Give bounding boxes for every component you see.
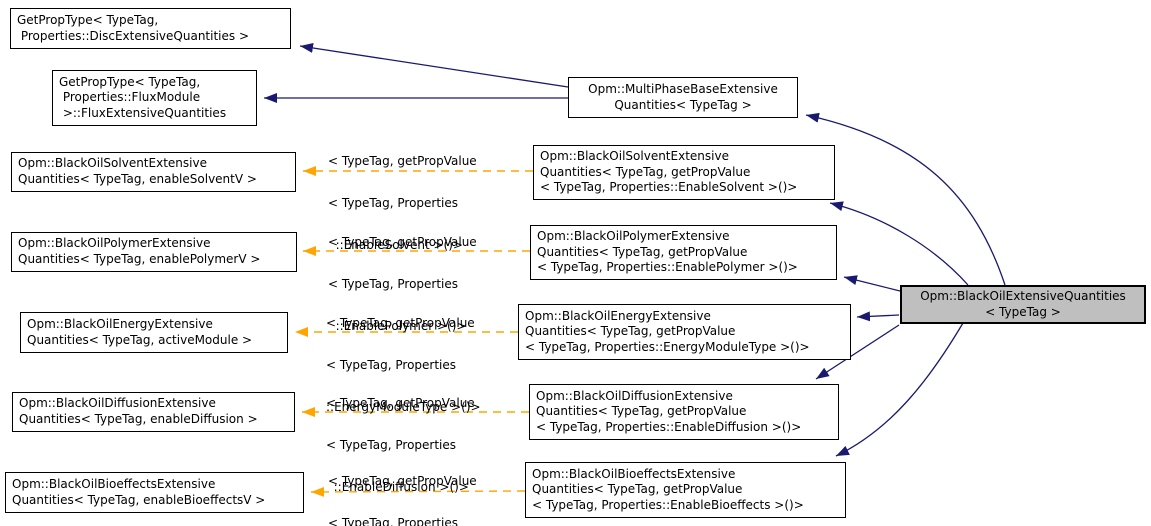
class-name-line: < TypeTag, Properties::EnableSolvent >()… <box>540 180 798 195</box>
class-name-line: Properties::FluxModule <box>59 90 201 105</box>
class-name-line: Opm::BlackOilEnergyExtensive <box>525 308 711 323</box>
class-name-line: GetPropType< TypeTag, <box>17 12 159 27</box>
class-name-line: Opm::BlackOilSolventExtensive <box>18 156 207 171</box>
edge-label-line: < TypeTag, getPropValue <box>326 396 475 411</box>
edge-label-line: < TypeTag, Properties <box>326 438 457 453</box>
edge-label-line: < TypeTag, getPropValue <box>328 154 477 169</box>
inheritance-arrow-main-to-solvent <box>829 201 969 286</box>
class-node-energy-generic[interactable]: Opm::BlackOilEnergyExtensive Quantities<… <box>20 312 288 353</box>
class-name-line: GetPropType< TypeTag, <box>59 74 201 89</box>
edge-label-line: < TypeTag, getPropValue <box>328 474 477 489</box>
edge-label-line: < TypeTag, getPropValue <box>328 235 477 250</box>
edge-label-line: < TypeTag, Properties <box>328 277 459 292</box>
edge-label-line: ::EnableDiffusion >()> <box>326 480 469 495</box>
class-node-getproptype-disc[interactable]: GetPropType< TypeTag, Properties::DiscEx… <box>10 8 291 49</box>
class-node-energy-instance[interactable]: Opm::BlackOilEnergyExtensive Quantities<… <box>518 304 851 360</box>
class-node-solvent-generic[interactable]: Opm::BlackOilSolventExtensive Quantities… <box>11 152 296 192</box>
class-node-bioeffects-generic[interactable]: Opm::BlackOilBioeffectsExtensive Quantit… <box>5 472 304 513</box>
class-name-line: Quantities< TypeTag, enablePolymerV > <box>18 252 261 266</box>
template-edge-label-bioeffects: < TypeTag, getPropValue < TypeTag, Prope… <box>328 446 477 526</box>
class-name-line: Opm::BlackOilDiffusionExtensive <box>19 396 216 411</box>
template-arrow-bioeffects <box>310 486 526 497</box>
class-node-diffusion-instance[interactable]: Opm::BlackOilDiffusionExtensive Quantiti… <box>529 384 839 440</box>
class-node-diffusion-generic[interactable]: Opm::BlackOilDiffusionExtensive Quantiti… <box>12 392 295 432</box>
class-node-blackoilextensivequantities-main: Opm::BlackOilExtensiveQuantities < TypeT… <box>900 285 1146 324</box>
inheritance-arrow-multiphase-to-disc <box>299 43 569 88</box>
class-name-line: Opm::BlackOilEnergyExtensive <box>27 316 213 331</box>
edge-label-line: < TypeTag, Properties <box>326 358 457 373</box>
inheritance-arrow-main-to-bioeffects <box>835 322 964 457</box>
class-name-line: Quantities< TypeTag > <box>614 97 752 112</box>
template-edge-label-polymer: < TypeTag, getPropValue < TypeTag, Prope… <box>328 207 477 361</box>
inheritance-arrow-main-to-polymer <box>843 275 901 292</box>
inheritance-arrow-main-to-energy <box>856 311 900 322</box>
class-node-solvent-instance[interactable]: Opm::BlackOilSolventExtensive Quantities… <box>533 145 835 200</box>
class-node-multiphasebase[interactable]: Opm::MultiPhaseBaseExtensive Quantities<… <box>568 77 798 118</box>
class-node-getproptype-flux[interactable]: GetPropType< TypeTag, Properties::FluxMo… <box>52 70 257 126</box>
template-edge-label-energy: < TypeTag, getPropValue < TypeTag, Prope… <box>326 288 481 442</box>
edge-label-line: ::EnergyModuleType >()> <box>326 400 481 415</box>
edge-label-line: ::EnablePolymer >()> <box>328 319 467 334</box>
class-name-line: Quantities< TypeTag, getPropValue <box>537 244 748 259</box>
class-name-line: Opm::BlackOilPolymerExtensive <box>18 236 211 251</box>
class-name-line: < TypeTag, Properties::EnablePolymer >()… <box>537 260 798 275</box>
template-edge-label-diffusion: < TypeTag, getPropValue < TypeTag, Prope… <box>326 368 475 522</box>
class-name-line: Opm::BlackOilPolymerExtensive <box>537 229 730 244</box>
class-name-line: Opm::BlackOilBioeffectsExtensive <box>532 466 736 481</box>
class-name-line: Opm::BlackOilExtensiveQuantities <box>920 288 1126 303</box>
class-name-line: Quantities< TypeTag, getPropValue <box>540 164 751 179</box>
edge-label-line: < TypeTag, getPropValue <box>326 316 475 331</box>
template-edge-label-solvent: < TypeTag, getPropValue < TypeTag, Prope… <box>328 126 477 280</box>
class-name-line: Quantities< TypeTag, getPropValue <box>532 482 743 497</box>
class-name-line: Quantities< TypeTag, enableSolventV > <box>18 172 257 186</box>
class-name-line: Opm::BlackOilDiffusionExtensive <box>536 388 733 403</box>
class-name-line: < TypeTag, Properties::EnableDiffusion >… <box>536 419 802 434</box>
class-name-line: Quantities< TypeTag, enableBioeffectsV > <box>12 492 266 507</box>
class-name-line: Quantities< TypeTag, getPropValue <box>525 324 736 339</box>
class-name-line: Opm::BlackOilBioeffectsExtensive <box>12 476 216 491</box>
edge-label-line: < TypeTag, Properties <box>328 196 459 211</box>
class-name-line: Quantities< TypeTag, activeModule > <box>27 332 253 347</box>
class-name-line: >::FluxExtensiveQuantities <box>59 105 227 120</box>
class-name-line: < TypeTag, Properties::EnergyModuleType … <box>525 339 810 354</box>
class-name-line: Opm::BlackOilSolventExtensive <box>540 149 729 164</box>
inheritance-arrow-main-to-diffusion <box>815 324 900 380</box>
class-name-line: < TypeTag, Properties::EnableBioeffects … <box>532 497 804 512</box>
class-name-line: Opm::MultiPhaseBaseExtensive <box>588 81 778 96</box>
inheritance-arrow-main-to-multiphase <box>805 112 1006 286</box>
class-name-line: Quantities< TypeTag, getPropValue <box>536 404 747 419</box>
class-node-polymer-instance[interactable]: Opm::BlackOilPolymerExtensive Quantities… <box>530 225 837 280</box>
edge-label-line: < TypeTag, Properties <box>328 516 459 526</box>
edge-label-line: ::EnableSolvent >()> <box>328 238 463 253</box>
class-node-bioeffects-instance[interactable]: Opm::BlackOilBioeffectsExtensive Quantit… <box>525 462 846 518</box>
class-node-polymer-generic[interactable]: Opm::BlackOilPolymerExtensive Quantities… <box>11 232 297 272</box>
class-name-line: Quantities< TypeTag, enableDiffusion > <box>19 412 258 426</box>
class-name-line: Properties::DiscExtensiveQuantities > <box>17 28 250 43</box>
class-name-line: < TypeTag > <box>985 304 1061 319</box>
